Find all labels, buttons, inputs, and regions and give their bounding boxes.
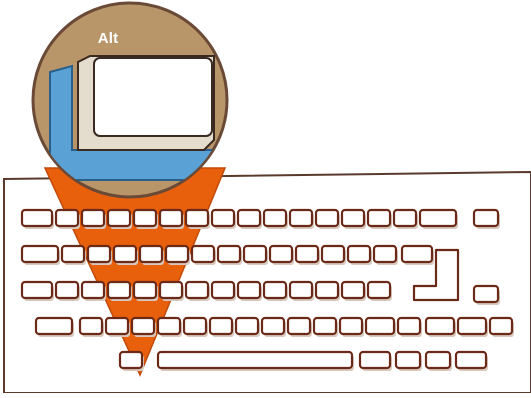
key	[114, 246, 136, 262]
key	[270, 246, 292, 262]
key	[106, 318, 128, 334]
key	[456, 352, 486, 368]
key	[342, 210, 364, 226]
key	[474, 210, 498, 226]
key	[396, 352, 420, 368]
key	[160, 210, 182, 226]
key	[316, 282, 338, 298]
key	[22, 282, 52, 298]
key	[236, 318, 258, 334]
key	[184, 318, 206, 334]
key	[314, 318, 336, 334]
key	[186, 210, 208, 226]
key	[426, 352, 450, 368]
key	[402, 246, 432, 262]
key	[212, 282, 234, 298]
key	[108, 210, 130, 226]
key	[140, 246, 162, 262]
key	[132, 318, 154, 334]
key	[238, 210, 260, 226]
key	[134, 210, 156, 226]
key	[458, 318, 486, 334]
key	[290, 210, 312, 226]
key	[360, 352, 390, 368]
key	[340, 318, 362, 334]
key	[426, 318, 454, 334]
key	[374, 246, 396, 262]
key	[264, 210, 286, 226]
key	[264, 282, 286, 298]
key	[288, 318, 310, 334]
key	[62, 246, 84, 262]
key	[186, 282, 208, 298]
key	[210, 318, 232, 334]
key	[36, 318, 72, 334]
key	[348, 246, 370, 262]
key	[368, 282, 390, 298]
key	[88, 246, 110, 262]
key	[120, 352, 142, 368]
key	[160, 282, 182, 298]
key	[394, 210, 416, 226]
key	[290, 282, 312, 298]
key	[296, 246, 318, 262]
key	[218, 246, 240, 262]
key	[56, 210, 78, 226]
alt-key-label: Alt	[86, 30, 130, 47]
key	[192, 246, 214, 262]
key	[80, 318, 102, 334]
key	[238, 282, 260, 298]
key	[368, 210, 390, 226]
key	[22, 210, 52, 226]
key	[82, 210, 104, 226]
key	[56, 282, 78, 298]
key	[22, 246, 58, 262]
key	[322, 246, 344, 262]
key	[316, 210, 338, 226]
key	[366, 318, 394, 334]
key	[490, 318, 512, 334]
key	[398, 318, 420, 334]
key	[474, 286, 498, 302]
key	[166, 246, 188, 262]
key	[82, 282, 104, 298]
key	[262, 318, 284, 334]
key	[134, 282, 156, 298]
key	[158, 352, 352, 368]
key	[108, 282, 130, 298]
key	[244, 246, 266, 262]
alt-key-cap	[94, 58, 212, 136]
key	[158, 318, 180, 334]
key	[212, 210, 234, 226]
key	[420, 210, 456, 226]
key	[342, 282, 364, 298]
